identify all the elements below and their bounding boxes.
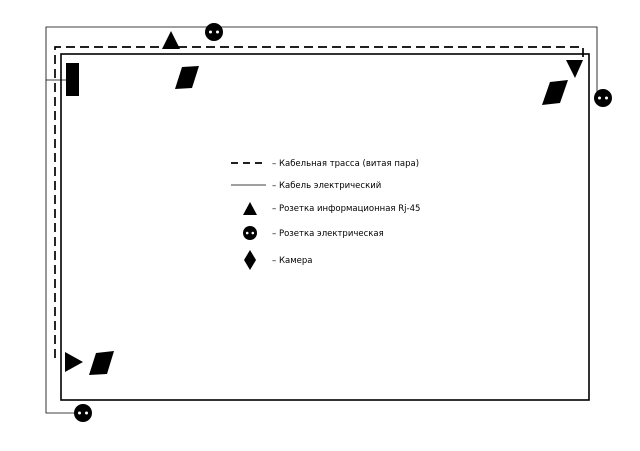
legend: – Кабельная трасса (витая пара) – Кабель… [231, 159, 420, 270]
legend-socket-icon [243, 226, 257, 240]
distribution-box [66, 63, 79, 96]
legend-label-twisted-pair: – Кабельная трасса (витая пара) [272, 159, 419, 169]
legend-label-socket: – Розетка электрическая [272, 229, 384, 239]
rj45-outlet-top [162, 31, 180, 49]
twisted-pair-route [54, 46, 584, 358]
legend-label-rj45: – Розетка информационная Rj-45 [272, 204, 420, 214]
legend-label-electric-cable: – Кабель электрический [272, 181, 381, 191]
rj45-outlet-right [566, 60, 583, 78]
electric-cable-top [45, 26, 598, 96]
camera-icon [175, 66, 199, 89]
socket-icon [74, 404, 92, 422]
legend-triangle-icon [243, 202, 257, 215]
legend-diamond-icon [244, 250, 256, 270]
electric-cable-left [45, 78, 77, 414]
camera-icon [89, 351, 114, 375]
legend-label-camera: – Камера [272, 256, 312, 266]
rj45-outlet-left [65, 352, 83, 372]
socket-icon [594, 89, 612, 107]
socket-icon [205, 23, 223, 41]
camera-icon [542, 80, 568, 105]
room-outline [60, 53, 590, 401]
